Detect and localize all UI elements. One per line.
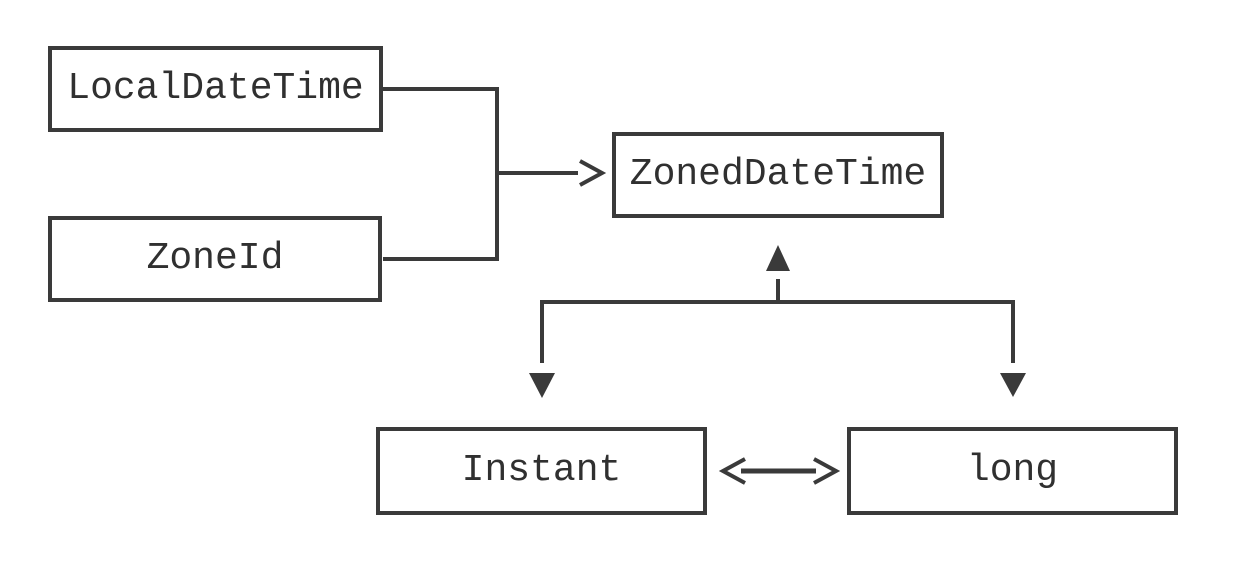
down-triangle-arrowhead-left-icon (529, 373, 555, 398)
node-instant: Instant (376, 427, 707, 515)
node-zoned-date-time: ZonedDateTime (612, 132, 944, 218)
node-local-date-time-label: LocalDateTime (67, 67, 364, 110)
node-local-date-time: LocalDateTime (48, 46, 383, 132)
right-chevron-arrowhead-icon (579, 159, 607, 187)
left-chevron-arrowhead-icon (718, 457, 746, 485)
branch-line (540, 300, 1015, 363)
node-zone-id: ZoneId (48, 216, 382, 302)
node-instant-label: Instant (461, 449, 622, 492)
merge-bus-line (383, 87, 499, 261)
up-triangle-arrowhead-icon (766, 245, 790, 271)
right-chevron-arrowhead2-icon (813, 457, 841, 485)
node-long: long (847, 427, 1178, 515)
node-zone-id-label: ZoneId (146, 237, 284, 280)
down-triangle-arrowhead-right-icon (1000, 373, 1026, 397)
node-long-label: long (966, 449, 1059, 492)
node-zoned-date-time-label: ZonedDateTime (629, 153, 927, 196)
